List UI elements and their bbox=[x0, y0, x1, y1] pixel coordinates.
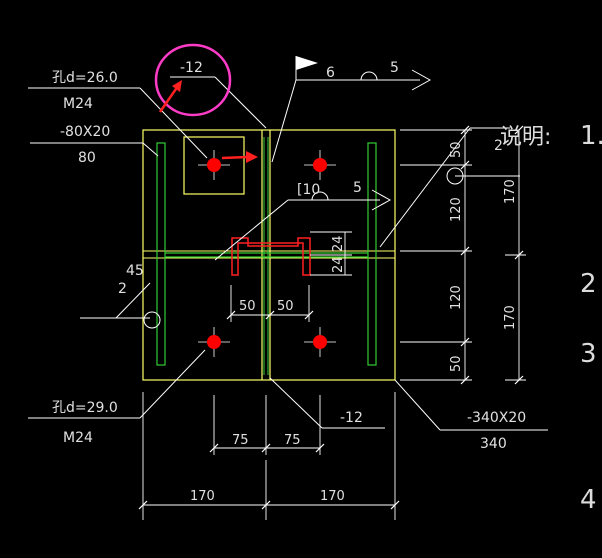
dim-right-120-top: 120 bbox=[449, 197, 464, 222]
dim-inner-50-left: 50 bbox=[239, 299, 256, 314]
bolt-washer-plate bbox=[183, 136, 245, 195]
note-title: 说明: bbox=[500, 125, 551, 150]
leader-lines bbox=[28, 56, 548, 431]
bolt-hole-top-right bbox=[304, 150, 336, 180]
note-number-2: 2 bbox=[580, 269, 597, 299]
bolt-bottom-label: M24 bbox=[63, 430, 93, 446]
dim-right-170-bottom: 170 bbox=[503, 305, 518, 330]
highlight-circle bbox=[154, 43, 232, 117]
dim-bottom-170-right: 170 bbox=[320, 489, 345, 504]
plate-spec-label: -340X20 bbox=[467, 410, 526, 426]
weld-5-top-label: 5 bbox=[390, 60, 399, 76]
note-number-4: 4 bbox=[580, 485, 597, 515]
gusset-bottom-label: -12 bbox=[340, 410, 363, 426]
dimension-ticks bbox=[138, 125, 524, 510]
rib-width-label: 80 bbox=[78, 150, 96, 166]
channel-section bbox=[231, 237, 311, 276]
rib-spec-label: -80X20 bbox=[60, 124, 110, 140]
red-arrow-diagonal bbox=[158, 80, 182, 113]
bolt-top-label: M24 bbox=[63, 96, 93, 112]
channel-10-label: [10 bbox=[297, 182, 320, 198]
hole-top-label: 孔d=26.0 bbox=[52, 70, 118, 86]
note-number-1: 1. bbox=[580, 121, 602, 151]
dim-right-50-top: 50 bbox=[449, 141, 464, 158]
weld-5-mid-label: 5 bbox=[353, 180, 362, 196]
bolt-hole-bottom-right bbox=[304, 327, 336, 357]
gusset-top-label: -12 bbox=[180, 60, 203, 76]
bolt-hole-bottom-left bbox=[198, 327, 230, 357]
dim-inner-24-top: 24 bbox=[331, 235, 346, 252]
dim-bottom-75-left: 75 bbox=[232, 433, 249, 448]
plate-width-label: 340 bbox=[480, 436, 507, 452]
angle-45-label: 45 bbox=[126, 263, 144, 279]
angle-2-label: 2 bbox=[118, 281, 127, 297]
hole-bottom-label: 孔d=29.0 bbox=[52, 400, 118, 416]
bolt-hole-top-left bbox=[198, 150, 230, 180]
dimension-lines bbox=[142, 129, 526, 520]
weld-flag bbox=[296, 56, 318, 70]
dim-right-170-top: 170 bbox=[503, 179, 518, 204]
dim-inner-50-right: 50 bbox=[277, 299, 294, 314]
dim-inner-24-bottom: 24 bbox=[331, 256, 346, 273]
weld-2-note-label: 2 bbox=[494, 138, 503, 154]
rib-right bbox=[367, 142, 377, 366]
base-plate-outline bbox=[142, 129, 396, 381]
red-arrow-right bbox=[221, 151, 258, 163]
dim-bottom-170-left: 170 bbox=[190, 489, 215, 504]
note-number-3: 3 bbox=[580, 339, 597, 369]
dim-right-50-bottom: 50 bbox=[449, 355, 464, 372]
dim-bottom-75-right: 75 bbox=[284, 433, 301, 448]
dim-right-120-bottom: 120 bbox=[449, 285, 464, 310]
weld-6-label: 6 bbox=[326, 65, 335, 81]
rib-left bbox=[156, 142, 166, 366]
